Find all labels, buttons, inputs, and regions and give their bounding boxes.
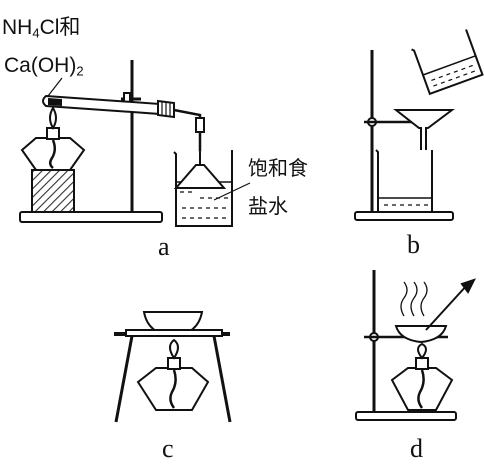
brine-label-line1: 饱和食 <box>248 156 308 180</box>
panel-d-evaporating-dish <box>394 325 448 344</box>
panel-label-a: a <box>158 232 170 261</box>
panel-label-d: d <box>410 434 423 463</box>
panel-label-c: c <box>162 434 174 463</box>
reagent-label-line1: NH4Cl和 <box>2 16 81 41</box>
panel-label-b: b <box>407 230 420 259</box>
panel-b-apparatus <box>354 29 484 221</box>
panel-a-wood-block <box>31 169 75 213</box>
brine-label-line2: 盐水 <box>248 194 288 218</box>
panel-d-apparatus <box>355 270 476 421</box>
panel-a-test-tube <box>42 94 161 116</box>
panel-b-beaker <box>375 149 433 213</box>
panel-a-base <box>19 211 163 223</box>
panel-a-inverted-funnel <box>173 164 227 189</box>
reagent-label-line2: Ca(OH)2 <box>4 54 84 79</box>
panel-b-pouring-beaker <box>411 29 484 96</box>
panel-c-apparatus <box>114 311 232 423</box>
panel-a-apparatus <box>19 60 251 227</box>
panel-d-glass-rod <box>425 283 469 331</box>
